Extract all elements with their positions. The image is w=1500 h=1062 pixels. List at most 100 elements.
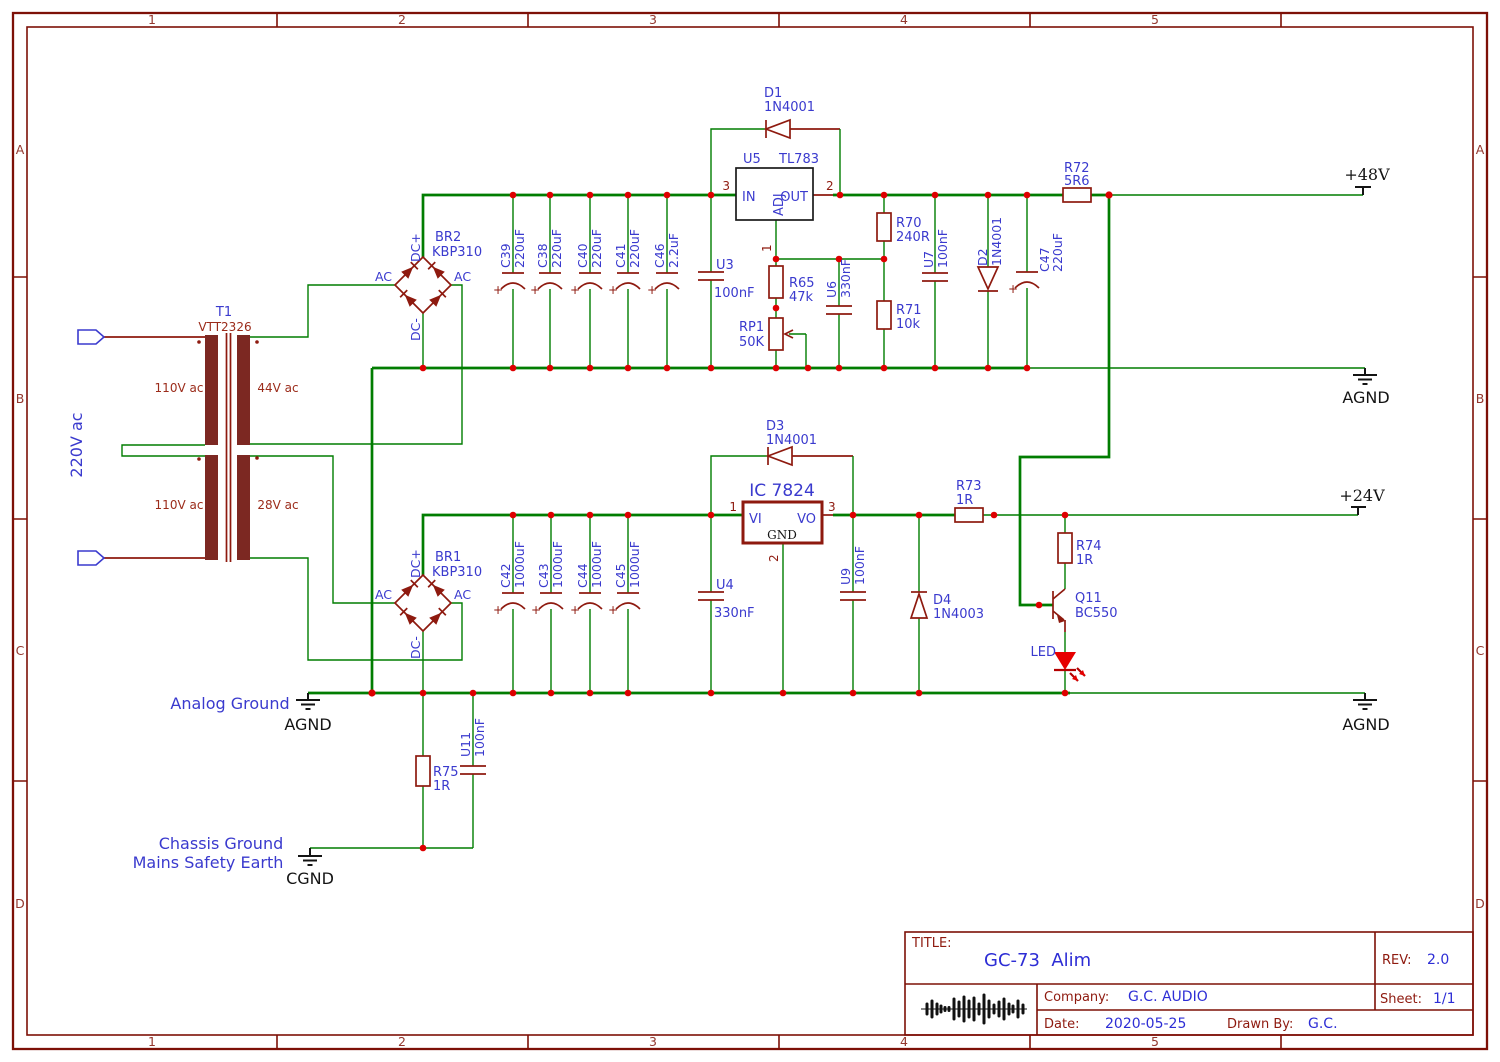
rev-label: REV: xyxy=(1382,953,1411,968)
capacitor-u7: U7 100nF xyxy=(921,229,950,282)
frame-col-5-bottom: 5 xyxy=(1151,1034,1159,1049)
u3-ref: U3 xyxy=(716,258,734,273)
frame-row-b-left: B xyxy=(16,391,25,406)
d4-ref: D4 xyxy=(933,593,951,608)
u3-value: 100nF xyxy=(714,286,755,301)
c41-ref: C41 xyxy=(613,243,628,268)
capacitor-c46: + C46 2.2uF xyxy=(647,233,681,297)
ic7824-pin-gnd-label: GND xyxy=(767,528,797,542)
r73-ref: R73 xyxy=(956,479,982,494)
br2-dcminus-label: DC- xyxy=(408,318,423,341)
u7-value: 100nF xyxy=(935,229,950,268)
u9-value: 100nF xyxy=(852,546,867,585)
u6-value: 330nF xyxy=(838,259,853,298)
d3-ref: D3 xyxy=(766,419,784,434)
r65-value: 47k xyxy=(789,290,814,305)
br1-value: KBP310 xyxy=(432,565,482,580)
c46-ref: C46 xyxy=(652,243,667,268)
frame-row-b-right: B xyxy=(1476,391,1485,406)
c44-plus: + xyxy=(570,603,580,617)
u5-pin-adj-number: 1 xyxy=(760,244,774,252)
frame-col-5-top: 5 xyxy=(1151,12,1159,27)
frame-row-a-left: A xyxy=(16,142,25,157)
capacitor-c43: + C43 1000uF xyxy=(531,541,565,617)
u5-ref: U5 xyxy=(743,152,761,167)
capacitor-c47: + C47 220uF xyxy=(1008,233,1065,296)
drawn-by-label: Drawn By: xyxy=(1227,1017,1293,1032)
c40-plus: + xyxy=(570,283,580,297)
capacitor-u4: U4 330nF xyxy=(697,578,755,621)
rp1-ref: RP1 xyxy=(739,320,764,335)
regulator-ic7824: IC 7824 VI VO GND 1 3 2 xyxy=(729,481,835,562)
c43-value: 1000uF xyxy=(550,541,565,588)
u4-value: 330nF xyxy=(714,606,755,621)
capacitor-u9: U9 100nF xyxy=(838,546,867,601)
r74-value: 1R xyxy=(1076,553,1093,568)
junction-dots xyxy=(368,191,1113,852)
d1-ref: D1 xyxy=(764,86,782,101)
analog-ground-label: Analog Ground xyxy=(170,694,289,713)
resistor-r75: R75 1R xyxy=(415,755,459,794)
c38-plus: + xyxy=(530,283,540,297)
frame-row-a-right: A xyxy=(1476,142,1485,157)
r71-ref: R71 xyxy=(896,303,922,318)
br1-ref: BR1 xyxy=(435,550,461,565)
r70-value: 240R xyxy=(896,230,930,245)
br2-ref: BR2 xyxy=(435,230,461,245)
t1-primary1-label: 110V ac xyxy=(155,381,204,395)
diode-d4: D4 1N4003 xyxy=(909,591,984,622)
c42-value: 1000uF xyxy=(512,541,527,588)
c38-value: 220uF xyxy=(549,229,564,268)
c46-value: 2.2uF xyxy=(666,233,681,268)
ic7824-pin-vo-number: 3 xyxy=(828,500,836,514)
u11-ref: U11 xyxy=(458,732,473,757)
power-flag-24v: +24V xyxy=(1339,486,1385,515)
mains-voltage-label: 220V ac xyxy=(67,412,86,477)
u5-pin-adj-label: ADJ xyxy=(772,193,787,216)
ground-agnd-left: AGND Analog Ground xyxy=(170,693,332,734)
d4-value: 1N4003 xyxy=(933,607,984,622)
capacitor-u11: U11 100nF xyxy=(458,718,487,775)
date-label: Date: xyxy=(1044,1017,1079,1032)
c45-plus: + xyxy=(608,603,618,617)
rev-value: 2.0 xyxy=(1427,952,1449,968)
frame-col-3-top: 3 xyxy=(649,12,657,27)
resistor-r74: R74 1R xyxy=(1057,532,1102,568)
diode-d3: D3 1N4001 xyxy=(765,419,817,467)
c47-plus: + xyxy=(1008,282,1018,296)
ground-cgnd: CGND Chassis Ground Mains Safety Earth xyxy=(133,834,334,888)
transistor-q11: Q11 BC550 xyxy=(1052,588,1118,632)
regulator-u5-tl783: U5 TL783 IN OUT ADJ 3 2 1 xyxy=(722,152,833,252)
resistor-r70: R70 240R xyxy=(876,212,930,245)
frame-col-4-top: 4 xyxy=(900,12,908,27)
c41-plus: + xyxy=(608,283,618,297)
u5-pin-in-number: 3 xyxy=(722,179,730,193)
capacitor-c38: + C38 220uF xyxy=(530,229,564,297)
u9-ref: U9 xyxy=(838,568,853,585)
c39-plus: + xyxy=(493,283,503,297)
resistor-r65: R65 47k xyxy=(768,265,815,305)
frame-col-1-top: 1 xyxy=(148,12,156,27)
resistor-r73: R73 1R xyxy=(954,479,984,523)
t1-secondary2-label: 28V ac xyxy=(257,498,298,512)
company-label: Company: xyxy=(1044,990,1109,1005)
c41-value: 220uF xyxy=(627,229,642,268)
frame-col-1-bottom: 1 xyxy=(148,1034,156,1049)
q11-value: BC550 xyxy=(1075,606,1118,621)
company-logo-waveform xyxy=(921,993,1027,1025)
drawn-by-value: G.C. xyxy=(1308,1016,1338,1032)
capacitor-u6: U6 330nF xyxy=(824,259,853,315)
u5-pin-out-number: 2 xyxy=(826,179,834,193)
net-label-24v: +24V xyxy=(1339,486,1385,505)
r72-value: 5R6 xyxy=(1064,174,1090,189)
resistor-r72: R72 5R6 xyxy=(1062,161,1092,203)
c45-ref: C45 xyxy=(613,563,628,588)
br1-dcplus-label: DC+ xyxy=(408,549,423,578)
power-flag-48v: +48V xyxy=(1344,165,1390,195)
r71-value: 10k xyxy=(896,317,921,332)
ic7824-title: IC 7824 xyxy=(749,481,815,501)
transformer-t1: T1 VTT2326 110V ac 44V ac 110V ac 28V ac… xyxy=(67,305,299,566)
r70-ref: R70 xyxy=(896,216,922,231)
led-indicator: LED xyxy=(1031,645,1086,682)
